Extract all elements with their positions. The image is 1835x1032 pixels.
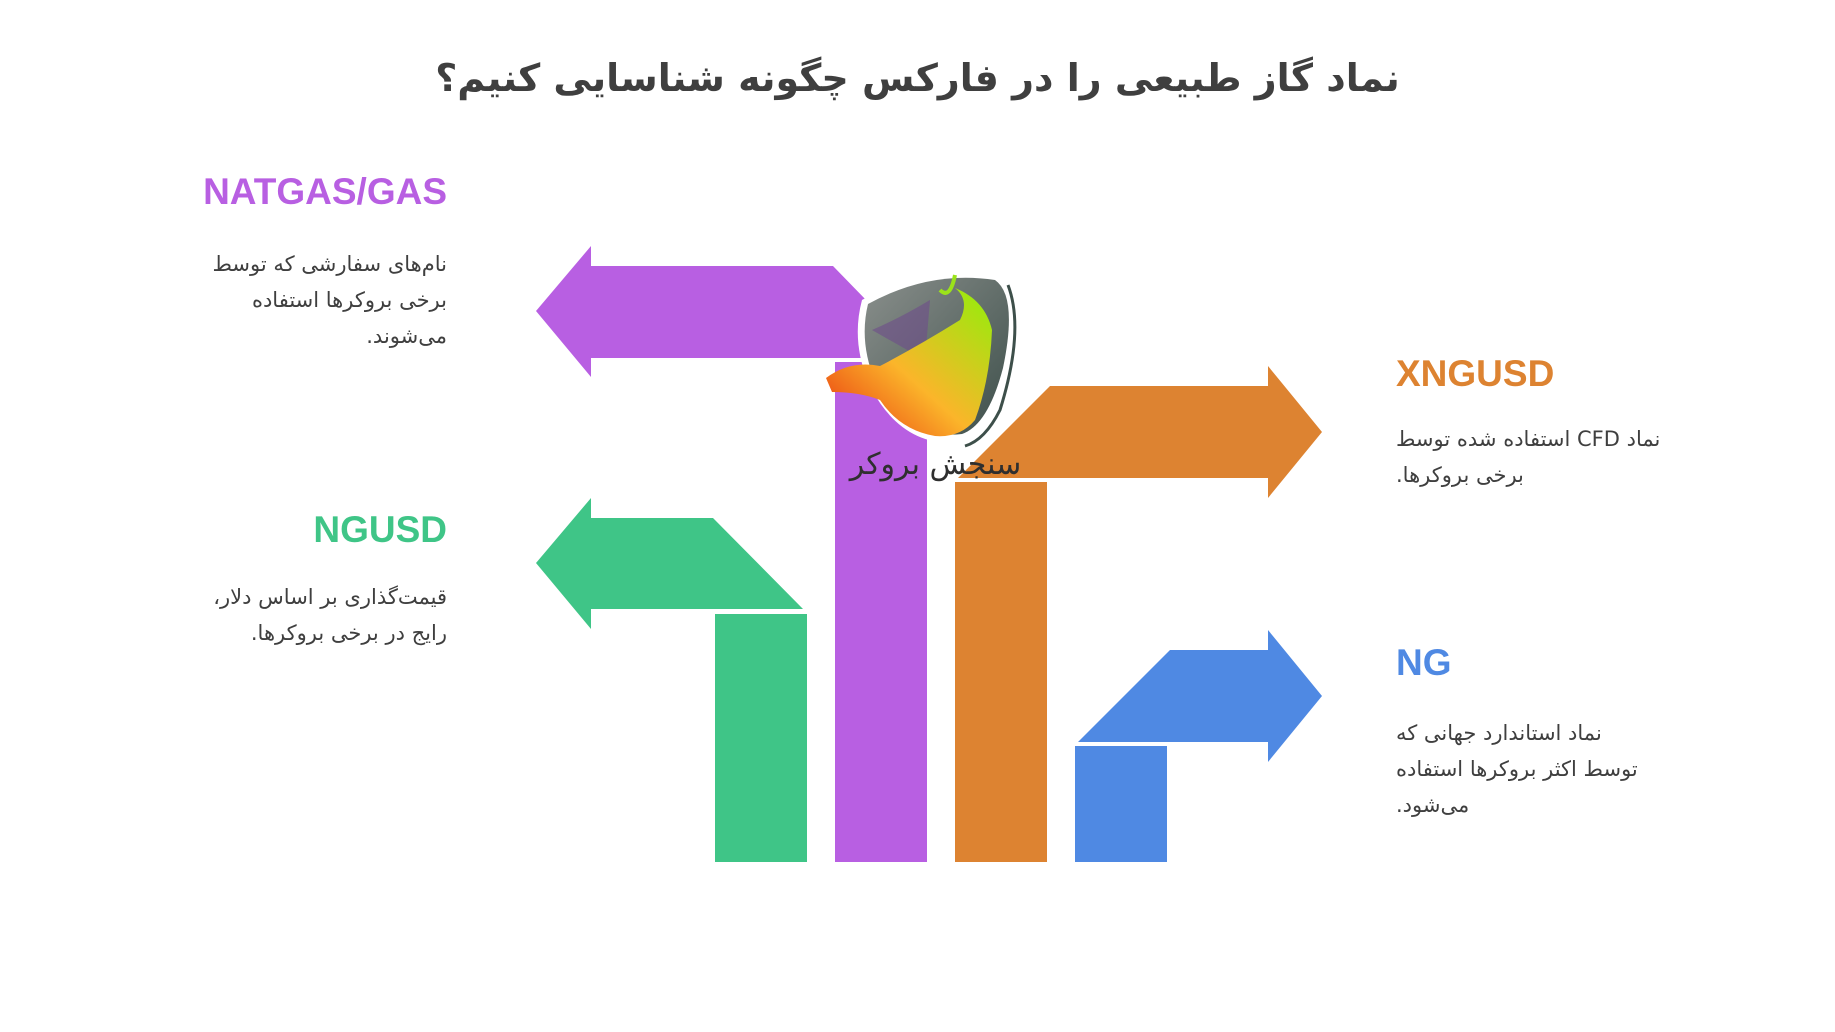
ngusd-description: قیمت‌گذاری بر اساس دلار، رایج در برخی بر… (147, 579, 447, 651)
natgas-description: نام‌های سفارشی که توسط برخی بروکرها استف… (147, 246, 447, 354)
xngusd-description: نماد CFD استفاده شده توسط برخی بروکرها. (1396, 421, 1696, 493)
page-title: نماد گاز طبیعی را در فارکس چگونه شناسایی… (435, 56, 1400, 100)
xngusd-label: XNGUSD (1396, 353, 1555, 394)
natgas-label: NATGAS/GAS (203, 171, 447, 212)
natgas-desc-line: نام‌های سفارشی که توسط (212, 252, 447, 276)
ngusd-arrow (536, 498, 803, 629)
ng-arrow-group (1075, 630, 1322, 862)
natgas-arrow-group (536, 246, 927, 862)
ng-desc-line: می‌شود. (1396, 793, 1470, 817)
ngusd-desc-line: قیمت‌گذاری بر اساس دلار، (213, 585, 447, 609)
ng-bar (1075, 746, 1167, 862)
xngusd-arrow (958, 366, 1322, 498)
natgas-bar (835, 362, 927, 862)
ng-desc-line: نماد استاندارد جهانی که (1396, 721, 1602, 745)
natgas-arrow (536, 246, 868, 377)
ng-arrow (1078, 630, 1322, 762)
ng-label: NG (1396, 642, 1452, 683)
natgas-desc-line: برخی بروکرها استفاده (251, 288, 447, 312)
ng-desc-line: توسط اکثر بروکرها استفاده (1396, 757, 1638, 781)
xngusd-bar (955, 482, 1047, 862)
bull-bear-shield-logo-icon (826, 269, 1019, 448)
ngusd-bar (715, 614, 807, 862)
logo-text: سنجش بروکر (849, 447, 1022, 482)
xngusd-desc-line: نماد CFD استفاده شده توسط (1396, 427, 1661, 451)
ng-description: نماد استاندارد جهانی که توسط اکثر بروکره… (1396, 715, 1696, 823)
ngusd-arrow-group (536, 498, 807, 862)
natgas-desc-line: می‌شوند. (366, 324, 447, 348)
ngusd-desc-line: رایج در برخی بروکرها. (250, 621, 447, 645)
xngusd-desc-line: برخی بروکرها. (1396, 463, 1524, 487)
ngusd-label: NGUSD (313, 509, 447, 550)
xngusd-arrow-group (955, 366, 1322, 862)
